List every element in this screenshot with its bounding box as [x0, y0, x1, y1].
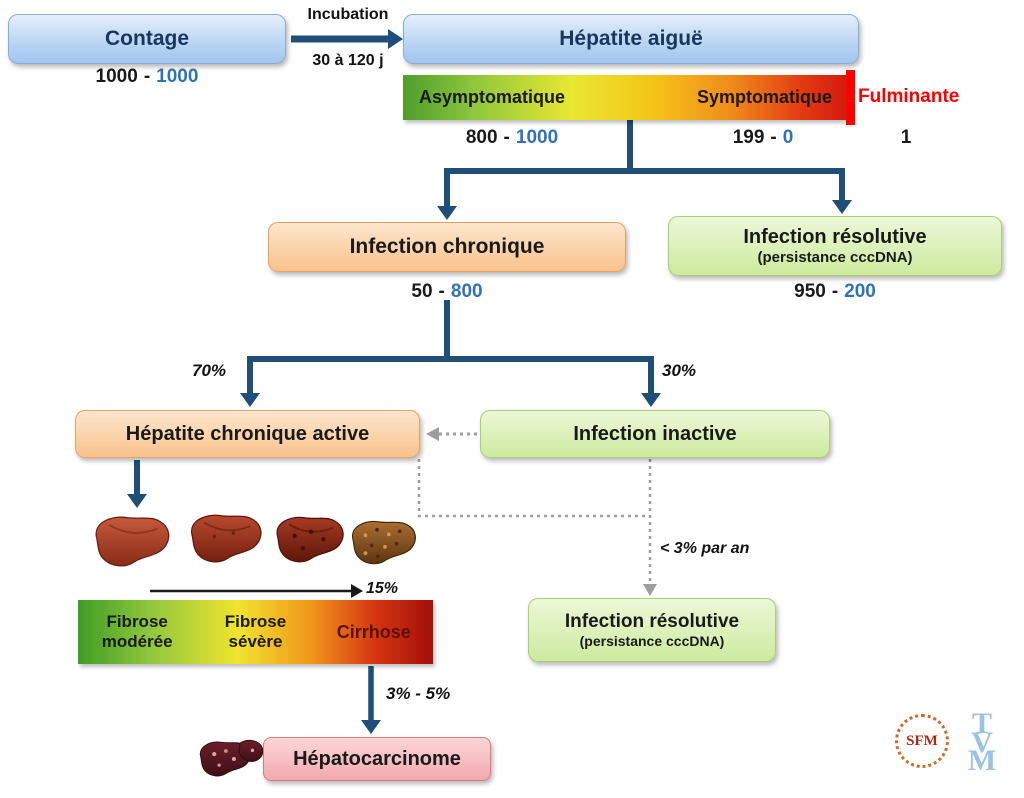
node-contage-label: Contage — [105, 27, 189, 50]
node-hepatite-aigue-label: Hépatite aiguë — [559, 27, 703, 50]
count-separator: - — [770, 127, 777, 148]
count-ir-current: 200 — [844, 281, 876, 302]
count-contage: 1000-1000 — [8, 66, 286, 88]
acute-bar-fulminante-label: Fulminante — [858, 86, 960, 107]
liver-mild-fibrosis-icon — [191, 514, 262, 563]
node-infection-resolutive-bottom: Infection résolutive (persistance cccDNA… — [528, 598, 776, 662]
count-contage-current: 1000 — [156, 66, 199, 87]
node-infection-chronique: Infection chronique — [268, 222, 626, 272]
edge-label-incubation: Incubation — [307, 6, 389, 23]
node-hepatocarcinome: Hépatocarcinome — [263, 737, 491, 781]
count-fulminante: 1 — [876, 127, 936, 149]
node-hca-label: Hépatite chronique active — [125, 422, 370, 445]
node-hepatite-aigue: Hépatite aiguë — [403, 14, 859, 64]
count-ic-initial: 50 — [411, 281, 433, 302]
count-separator: - — [503, 127, 510, 148]
acute-bar-symptomatique-label: Symptomatique — [696, 87, 832, 107]
node-hepatocarcinome-label: Hépatocarcinome — [293, 747, 461, 770]
node-contage: Contage — [8, 14, 286, 64]
node-ir-bottom-sub: (persistance cccDNA) — [579, 632, 725, 649]
edge-label-70pct: 70% — [191, 361, 227, 380]
tvm-logo-m: M — [967, 744, 997, 778]
node-infection-chronique-label: Infection chronique — [349, 235, 545, 258]
edge-label-incubation-duration: 30 à 120 j — [312, 52, 384, 69]
acute-severity-gradient-bar: Asymptomatique Symptomatique — [403, 75, 846, 120]
tree-chronique-branches — [240, 300, 661, 407]
count-sympt-initial: 199 — [732, 127, 765, 148]
count-infection-resolutive-top: 950-200 — [668, 281, 1002, 303]
node-infection-inactive: Infection inactive — [480, 410, 830, 458]
node-infection-inactive-label: Infection inactive — [573, 422, 737, 445]
arrow-cirrhose-to-chc — [361, 666, 381, 734]
fulminante-red-strip — [846, 70, 855, 125]
count-asymptomatique: 800-1000 — [412, 127, 612, 149]
count-asympt-current: 1000 — [515, 127, 559, 148]
edge-label-lt3pct-par-an: < 3% par an — [660, 540, 750, 557]
node-hepatite-chronique-active: Hépatite chronique active — [75, 410, 420, 458]
sfm-logo: SFM — [895, 714, 949, 768]
edge-label-3-5pct: 3% - 5% — [386, 684, 451, 703]
fibrose-severe-label: Fibrose sévère — [196, 612, 314, 651]
fibrose-moderee-line1: Fibrose — [106, 612, 168, 632]
tvm-logo: T V M — [952, 703, 1012, 783]
fibrose-moderee-label: Fibrose modérée — [78, 612, 196, 651]
edge-label-15pct: 15% — [366, 580, 399, 597]
dotted-arrow-inactive-to-active — [426, 427, 477, 441]
count-sympt-current: 0 — [782, 127, 794, 148]
count-separator: - — [143, 66, 151, 87]
fibrose-moderee-line2: modérée — [101, 632, 173, 651]
count-separator: - — [438, 281, 445, 302]
count-asympt-initial: 800 — [465, 127, 498, 148]
liver-healthy-icon — [95, 516, 170, 567]
arrow-active-to-livers — [127, 460, 147, 508]
arrow-contage-to-aigue — [291, 29, 403, 49]
liver-severe-fibrosis-icon — [276, 516, 344, 563]
arrow-liver-progression — [150, 584, 363, 598]
tvm-logo-v: V — [971, 725, 993, 759]
fibrose-gradient-bar: Fibrose modérée Fibrose sévère Cirrhose — [78, 600, 433, 664]
node-ir-bottom-label: Infection résolutive — [564, 611, 740, 633]
count-separator: - — [831, 281, 839, 302]
edge-label-30pct: 30% — [662, 361, 697, 380]
count-contage-initial: 1000 — [95, 66, 138, 87]
count-ir-initial: 950 — [794, 281, 826, 302]
count-fulminante-value: 1 — [900, 127, 912, 148]
cirrhose-label: Cirrhose — [336, 621, 411, 642]
count-infection-chronique: 50-800 — [268, 281, 626, 303]
sfm-logo-text: SFM — [906, 732, 938, 749]
dotted-path-to-resolution — [417, 459, 657, 596]
acute-bar-asymptomatique-label: Asymptomatique — [419, 87, 566, 107]
fibrose-severe-line1: Fibrose — [224, 612, 287, 632]
fibrose-severe-line2: sévère — [228, 632, 283, 651]
count-ic-current: 800 — [450, 281, 483, 302]
node-ir-top-sub: (persistance cccDNA) — [757, 248, 913, 266]
liver-hepatocarcinoma-icon — [199, 739, 264, 777]
liver-cirrhosis-icon — [352, 520, 416, 565]
count-symptomatique: 199-0 — [663, 127, 863, 149]
node-infection-resolutive-top: Infection résolutive (persistance cccDNA… — [668, 216, 1002, 276]
tvm-logo-t: T — [971, 707, 992, 741]
node-ir-top-label: Infection résolutive — [743, 225, 927, 248]
